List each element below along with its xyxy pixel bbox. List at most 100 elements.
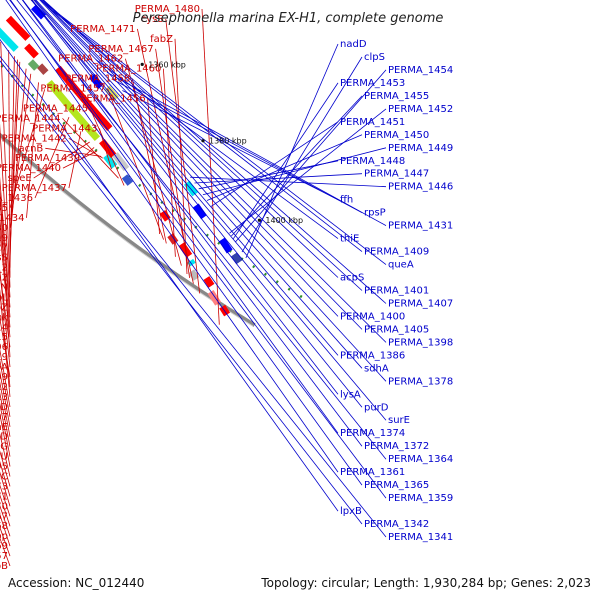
forward-gene-label: PERMA_1367 — [0, 511, 8, 522]
label-leader — [165, 18, 201, 294]
feature-block — [31, 4, 47, 20]
reverse-gene-label: PERMA_1446 — [388, 182, 453, 193]
forward-gene-label: PERMA_1445 — [23, 104, 88, 115]
forward-gene-label: PERMA_1442 — [2, 133, 67, 144]
forward-gene-label: cysS — [141, 14, 164, 25]
reverse-gene-label: acpS — [340, 273, 364, 284]
forward-gene-label: PERMA_1370 — [0, 501, 8, 512]
forward-gene-label: PERMA_1460 — [96, 64, 161, 75]
reverse-gene-label: nadD — [340, 39, 367, 50]
label-leader — [131, 78, 167, 244]
forward-gene-label: PERMA_1413 — [0, 392, 8, 403]
label-leader — [0, 192, 11, 358]
reverse-gene-label: PERMA_1455 — [364, 91, 429, 102]
reverse-gene-label: PERMA_1407 — [388, 299, 453, 310]
label-leader-lines — [0, 0, 387, 567]
feature-block — [27, 59, 40, 71]
reverse-gene-label: lpxB — [340, 506, 362, 517]
label-leader — [16, 0, 387, 460]
forward-gene-label: PERMA_1395 — [0, 462, 8, 473]
reverse-gene-label: PERMA_1447 — [364, 169, 429, 180]
label-leader — [47, 6, 363, 252]
forward-gene-label: PERMA_1397 — [0, 412, 8, 423]
forward-gene-label: PERMA_1368 — [0, 521, 8, 532]
label-leader — [107, 88, 164, 240]
label-leader — [0, 60, 363, 525]
forward-gene-label: minD — [0, 432, 8, 443]
label-leader — [22, 0, 363, 447]
label-leader — [33, 0, 339, 356]
forward-gene-label: hfq_2 — [0, 263, 8, 274]
feature-block — [192, 203, 207, 220]
label-leader — [0, 56, 387, 538]
forward-gene-label: nuoL — [0, 292, 8, 303]
forward-gene-label: PERMA_1427 — [0, 243, 8, 254]
feature-blocks — [0, 0, 243, 317]
label-leader — [68, 131, 82, 189]
label-leader — [62, 150, 98, 169]
label-leader — [10, 0, 363, 486]
forward-gene-label: PERMA_1440 — [0, 163, 61, 174]
reverse-gene-label: PERMA_1400 — [340, 311, 405, 322]
reverse-gene-label: sdhA — [364, 363, 389, 374]
forward-gene-label: PERMA_1422 — [0, 273, 8, 284]
label-leader — [31, 0, 339, 395]
reverse-gene-label: PERMA_1372 — [364, 441, 429, 452]
label-leader — [0, 228, 11, 338]
forward-gene-label: lysS — [0, 253, 8, 264]
forward-gene-label: PERMA_1371 — [0, 491, 8, 502]
reverse-gene-label: PERMA_1341 — [388, 532, 453, 543]
accession-label: Accession: NC_012440 — [8, 576, 144, 590]
forward-gene-label: PERMA_1437 — [2, 183, 67, 194]
reverse-gene-label: purD — [364, 402, 389, 413]
forward-gene-label: PERMA_1435 — [0, 203, 8, 214]
label-leader — [201, 8, 220, 325]
reverse-gene-label: PERMA_1451 — [340, 117, 405, 128]
label-leader — [9, 56, 15, 268]
label-leader — [34, 0, 363, 369]
reverse-gene-label: PERMA_1450 — [364, 130, 429, 141]
reverse-gene-label: lysA — [340, 389, 361, 400]
forward-gene-label: PERMA_1456 — [80, 94, 145, 105]
ruler-tick-label: 1400 kbp — [265, 216, 303, 225]
feature-block — [89, 73, 104, 90]
forward-gene-label: nuoN — [0, 283, 8, 294]
forward-gene-label: PERMA_1462 — [58, 54, 123, 65]
forward-gene-label: PERMA_1471 — [70, 24, 135, 35]
topology-label: Topology: circular; Length: 1,930,284 bp… — [260, 576, 591, 590]
forward-gene-label: PERMA_1467 — [88, 44, 153, 55]
forward-gene-label: PERMA_1412 — [0, 382, 8, 393]
reverse-gene-label: PERMA_1431 — [388, 221, 453, 232]
feature-block — [112, 152, 130, 172]
forward-gene-label: PERMA_1373 — [0, 481, 8, 492]
label-leader — [42, 1, 387, 265]
feature-block — [5, 15, 31, 41]
reverse-gene-label: PERMA_1398 — [388, 337, 453, 348]
label-leader — [0, 38, 339, 512]
gene-labels: PERMA_1480cysSPERMA_1471fabZPERMA_1467PE… — [0, 4, 453, 572]
feature-block — [0, 27, 19, 52]
label-leader — [42, 0, 387, 304]
label-leader — [202, 147, 387, 196]
forward-gene-label: speE — [8, 173, 32, 184]
forward-gene-label: PERMA_1399 — [0, 372, 8, 383]
forward-gene-label: glmU — [0, 452, 8, 463]
map-title: Persephonella marina EX-H1, complete gen… — [133, 11, 444, 26]
forward-gene-label: trpD — [0, 402, 8, 413]
reverse-gene-label: PERMA_1374 — [340, 428, 405, 439]
feature-block — [187, 258, 196, 267]
forward-gene-label: PERMA_1429 — [0, 233, 8, 244]
reverse-gene-label: PERMA_1359 — [388, 493, 453, 504]
forward-gene-label: PERMA_1419 — [0, 352, 8, 363]
reverse-gene-label: PERMA_1448 — [340, 156, 405, 167]
feature-block — [104, 85, 119, 102]
label-leader — [40, 0, 387, 343]
label-leader — [34, 116, 70, 199]
label-leader — [40, 0, 363, 330]
forward-gene-label: nuoA — [0, 362, 8, 373]
reverse-gene-label: clpS — [364, 52, 385, 63]
label-leader — [0, 41, 11, 288]
label-leader — [68, 137, 104, 159]
label-leader — [0, 123, 11, 298]
